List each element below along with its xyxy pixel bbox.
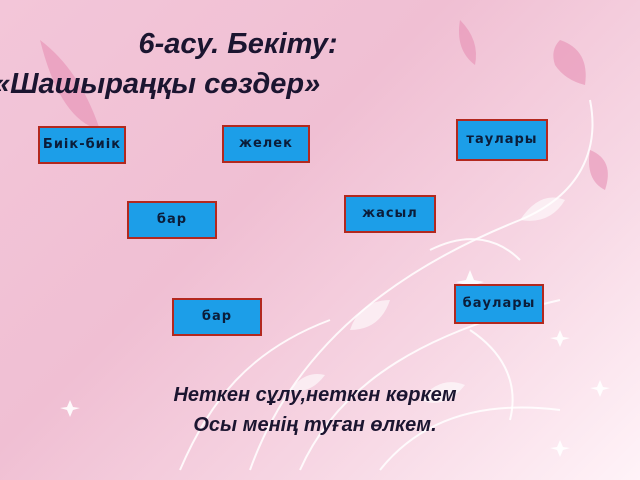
poem-text: Неткен сұлу,неткен көркем Осы менің туға… (100, 380, 530, 440)
word-label: бар (156, 212, 188, 227)
word-box-baulary[interactable]: баулары (454, 284, 544, 324)
word-box-zhelek[interactable]: желек (222, 125, 310, 163)
word-box-biik-biik[interactable]: Биік-биік (38, 126, 126, 164)
word-box-taulary[interactable]: таулары (456, 119, 548, 161)
title-line-1: 6-асу. Бекіту: (138, 28, 338, 60)
word-label: бар (201, 309, 233, 324)
poem-line-2: Осы менің туған өлкем. (193, 414, 437, 436)
word-box-bar-2[interactable]: бар (172, 298, 262, 336)
word-label: баулары (462, 296, 536, 311)
slide-title: 6-асу. Бекіту: «Шашыраңқы сөздер» (0, 24, 450, 104)
word-label: жасыл (362, 206, 418, 221)
word-label: Биік-биік (42, 137, 122, 152)
title-line-2: «Шашыраңқы сөздер» (0, 68, 321, 100)
poem-line-1: Неткен сұлу,неткен көркем (173, 384, 457, 406)
word-box-bar-1[interactable]: бар (127, 201, 217, 239)
word-label: таулары (466, 132, 538, 147)
word-box-zhasyl[interactable]: жасыл (344, 195, 436, 233)
word-label: желек (239, 136, 293, 151)
